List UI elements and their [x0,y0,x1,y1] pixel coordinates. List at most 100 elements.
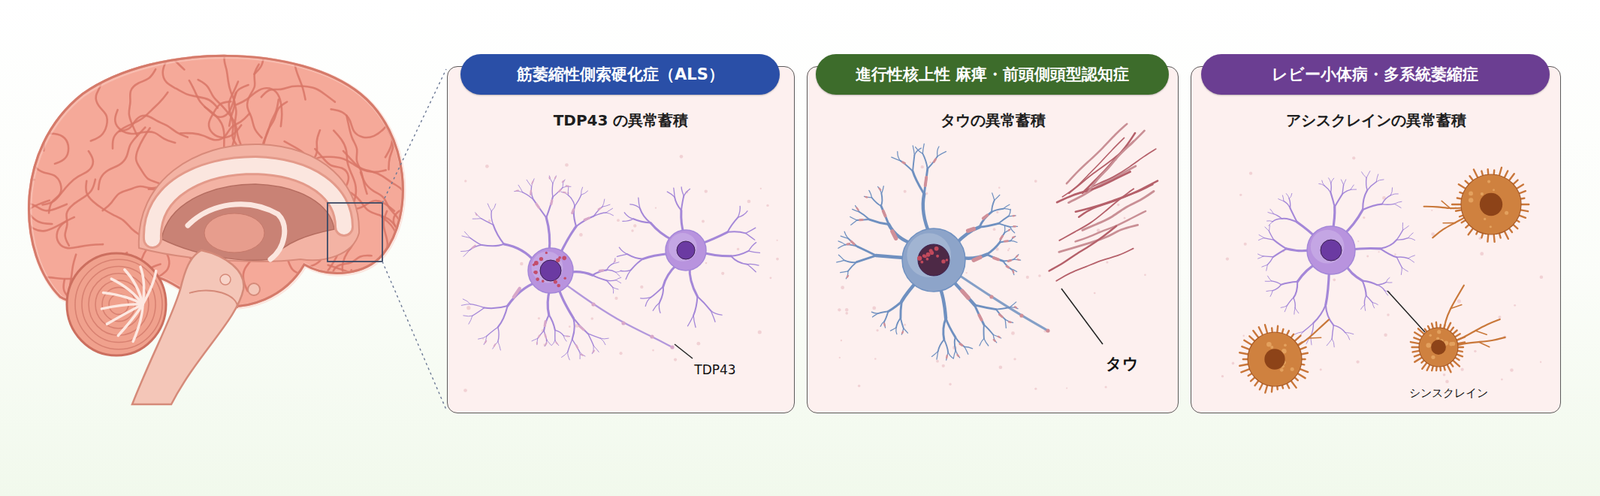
dendrite [462,298,471,305]
deposit [531,181,533,184]
sulcus [57,217,103,248]
deposit [1011,270,1015,273]
dendrite [1382,203,1395,206]
dendrite [613,257,616,263]
dendrite [606,269,616,272]
speckle [875,329,879,332]
dendrite [615,271,621,276]
speckle [673,357,677,361]
aggregate [556,283,561,288]
deposit [584,217,589,221]
dendrite [1010,226,1018,228]
disease-header: 筋萎縮性側索硬化症（ALS） [460,54,780,95]
dendrite [927,156,938,170]
dendrite [1376,282,1386,286]
dendrite [563,335,570,337]
deposit [572,209,574,214]
speckle [1383,332,1388,337]
dendrite [667,191,675,197]
dendrite [1362,204,1383,210]
dendrite [1331,178,1335,184]
dendrite [974,304,985,325]
aggregate-core [1264,348,1285,369]
dendrite [640,297,652,299]
speckle [1065,386,1068,389]
dendrite [727,217,739,233]
nucleus [540,259,562,281]
speckle [652,349,655,352]
speckle [704,189,708,193]
dendrite [710,310,716,322]
dendrite [658,302,661,314]
dendrite [1283,201,1291,209]
speckle [1332,277,1336,281]
dendrite [1322,180,1325,186]
speckle [941,364,945,368]
dendrite [1280,305,1287,308]
dendrite [938,339,945,352]
aggregate [535,277,540,281]
dendrite [1364,295,1366,305]
deposit [1000,235,1003,239]
sulcus [189,80,237,117]
dendrite [620,269,631,272]
dendrite [730,256,748,265]
sulcus [198,79,242,147]
deposit [1004,239,1008,242]
dendrite [555,340,559,346]
dendrite [470,238,483,245]
speckle [1231,362,1235,366]
sulcus [112,92,168,149]
dendrite [1290,208,1298,222]
dendrite [1331,338,1335,348]
dendrite [900,317,904,328]
dendrite [881,205,889,225]
dendrite [1401,267,1408,272]
speckle [845,307,849,311]
dendrite [1264,280,1271,281]
dendrite [1002,259,1014,261]
dendrite [640,208,651,224]
panel-ground [806,66,1179,414]
dendrite [581,190,589,195]
dendrite [487,203,492,212]
speckle [993,227,997,231]
dendrite [1273,214,1283,219]
dendrite [1267,220,1274,222]
deposit [563,191,566,194]
sulcus [4,77,39,124]
soma [1307,226,1356,275]
dendrite [1350,184,1354,190]
speckle [630,229,634,232]
deposit [545,334,547,338]
speckle [1479,251,1484,256]
deposit [1013,225,1016,227]
dendrite [475,212,482,219]
aggregate [926,252,931,257]
disease-panel: 筋萎縮性側索硬化症（ALS）TDP43 の異常蓄積 [446,66,795,414]
speckle [1357,240,1359,242]
dendrite [992,193,995,200]
dendrite [1408,258,1415,263]
granule [1270,345,1274,349]
deposit [1045,328,1050,333]
dendrite [896,327,897,335]
speckle [1239,193,1242,197]
dendrite [1407,238,1415,241]
aggregate [553,280,558,284]
dendrite [1263,255,1274,257]
speckle [655,207,657,209]
dendrite [946,352,948,361]
dendrite [652,302,660,311]
dendrite [1002,260,1011,269]
process [1443,222,1456,224]
deposit [1008,229,1010,232]
aggregate [563,276,567,280]
dendrite [498,305,508,327]
dendrite [859,211,870,220]
dendrite [482,244,505,246]
sulcus [129,69,156,136]
dendrite [1366,178,1368,191]
dendrite [991,208,1003,212]
speckle [1497,315,1501,319]
